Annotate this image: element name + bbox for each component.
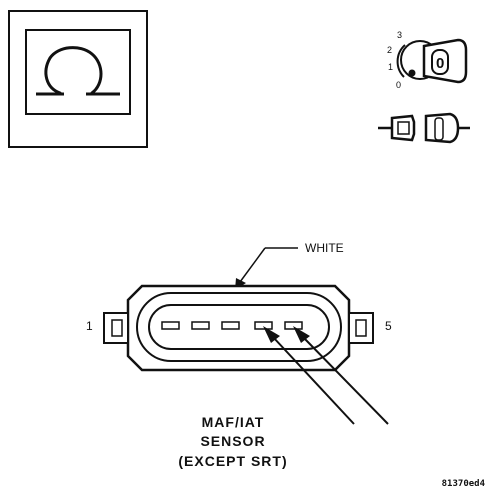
connector-color-label: WHITE	[305, 241, 344, 255]
connector-color-callout: WHITE	[235, 241, 344, 290]
connector-pin	[254, 321, 273, 330]
connector-latch-left	[103, 312, 129, 344]
ohmmeter-inner-box	[25, 29, 131, 115]
ignition-position-label: 1	[388, 62, 393, 72]
figure-id: 81370ed4	[442, 479, 486, 489]
connector-pins	[161, 321, 303, 330]
key-icon: 0	[422, 38, 468, 84]
sensor-caption: MAF/IAT SENSOR (EXCEPT SRT)	[178, 414, 287, 469]
connector-latch-right	[348, 312, 374, 344]
test-lead-arrows	[263, 326, 389, 425]
connector-pin	[221, 321, 240, 330]
caption-line-2: SENSOR	[200, 433, 265, 449]
connector-pin	[191, 321, 210, 330]
ohmmeter-outer-box	[8, 10, 148, 148]
caption-line-1: MAF/IAT	[202, 414, 265, 430]
ignition-indicator-dot	[408, 69, 416, 77]
ignition-position-label: 3	[397, 30, 402, 40]
test-lead	[302, 336, 389, 425]
connector-pin	[284, 321, 303, 330]
connector-pin	[161, 321, 180, 330]
ohmmeter-symbol	[8, 10, 148, 148]
ignition-position-label: 2	[387, 45, 392, 55]
test-lead-arrowhead	[293, 326, 310, 343]
pin-number-left: 1	[86, 319, 93, 333]
test-lead	[272, 336, 355, 425]
ignition-switch-icon: 3 2 1 0 0	[387, 30, 468, 90]
disconnected-connector-icon	[378, 112, 470, 144]
pin-number-right: 5	[385, 319, 392, 333]
test-lead-arrowhead	[263, 326, 280, 343]
key-label: 0	[436, 55, 444, 72]
caption-line-3: (EXCEPT SRT)	[178, 453, 287, 469]
ignition-position-label: 0	[396, 80, 401, 90]
ignition-switch-arc	[396, 44, 406, 78]
ohm-icon	[36, 46, 120, 96]
maf-iat-connector: 1 5	[86, 284, 392, 372]
